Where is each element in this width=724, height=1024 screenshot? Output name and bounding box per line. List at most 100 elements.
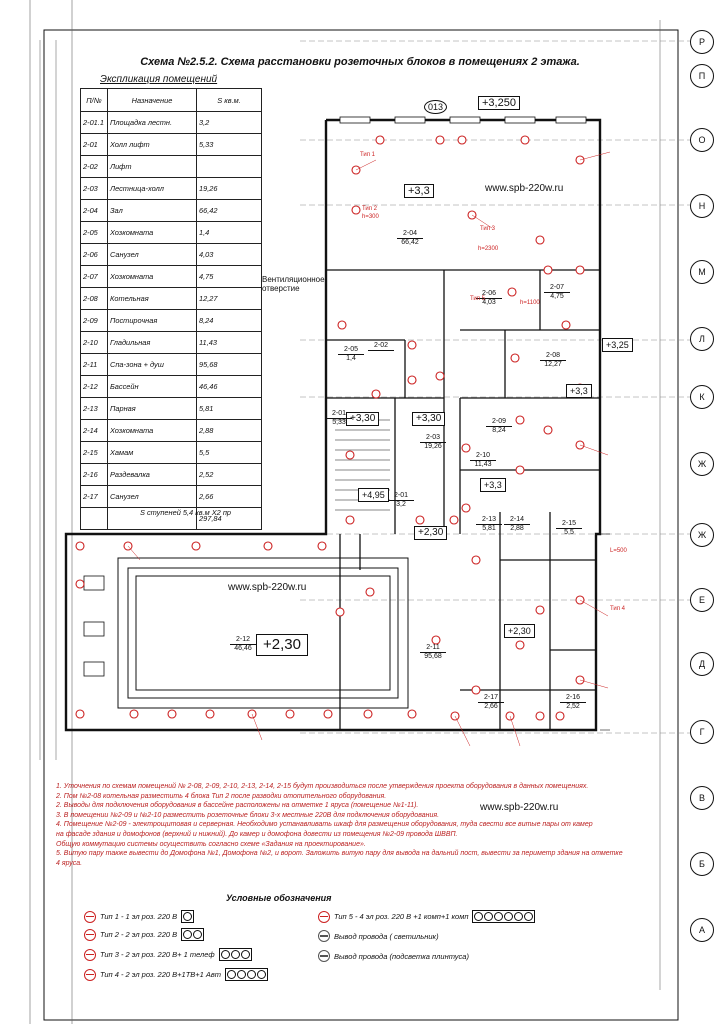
room-area: 2,88: [504, 524, 530, 533]
watermark: www.spb-220w.ru: [228, 582, 307, 593]
legend-item: Вывод провода (подсветка плинтуса): [318, 950, 469, 962]
row-name: Спа-зона + душ: [107, 353, 197, 376]
socket-tag: h=300: [362, 214, 379, 220]
drawing-title: Схема №2.5.2. Схема расстановки розеточн…: [140, 56, 580, 68]
row-number: 2-17: [80, 485, 108, 508]
row-name: Хозкомната: [107, 265, 197, 288]
row-name: Гладильная: [107, 331, 197, 354]
room-id: 2-14: [509, 516, 524, 523]
room-area: 4,75: [544, 292, 570, 301]
row-area: 4,03: [196, 243, 262, 266]
socket-symbol-icon: [84, 948, 96, 961]
note-line: 2. Пом №2-08 котельная разместить 4 блок…: [56, 792, 387, 800]
row-number: 2-15: [80, 441, 108, 464]
socket-tag: Тип 1: [360, 152, 376, 158]
room-id: 2-13: [481, 516, 496, 523]
row-number: 2-09: [80, 309, 108, 332]
socket-tag: Тип 3: [480, 226, 496, 232]
row-area: 46,46: [196, 375, 262, 398]
room-area: 8,24: [486, 426, 512, 435]
axis-bubble: О: [690, 128, 714, 152]
note-line: на фасаде здания и домофонов (верхний и …: [56, 830, 458, 838]
row-area: 1,4: [196, 221, 262, 244]
total-area: 297,84: [196, 507, 262, 530]
level-mark: +3,25: [602, 338, 633, 352]
level-mark: +2,30: [504, 624, 535, 638]
level-mark: +2,30: [414, 526, 448, 540]
room-id: 2-12: [235, 636, 250, 643]
axis-bubble: Р: [690, 30, 714, 54]
room-id: 2-11: [426, 644, 440, 651]
legend-label: Тип 1 - 1 эл роз. 220 В: [100, 912, 178, 921]
row-number: 2-06: [80, 243, 108, 266]
watermark: www.spb-220w.ru: [480, 802, 559, 813]
level-mark: 013: [424, 100, 448, 114]
room-id: 2-09: [491, 418, 506, 425]
room-id: 2-05: [343, 346, 358, 353]
row-area: 5,5: [196, 441, 262, 464]
row-area: 19,26: [196, 177, 262, 200]
axis-bubble: Г: [690, 720, 714, 744]
row-number: 2-10: [80, 331, 108, 354]
level-mark: +3,3: [566, 384, 592, 398]
legend-item: Тип 1 - 1 эл роз. 220 В: [84, 910, 195, 923]
col-header-name: Назначение: [107, 88, 197, 112]
level-mark: +3,30: [346, 412, 380, 426]
row-name: Санузел: [107, 485, 197, 508]
row-area: 2,88: [196, 419, 262, 442]
socket-symbol-icon: [318, 910, 330, 923]
level-mark: +3,3: [480, 478, 506, 492]
row-area: 8,24: [196, 309, 262, 332]
stairs-area-note: S ступеней 5,4 кв.м X2 пр: [140, 508, 232, 517]
row-number: 2-01: [80, 133, 108, 156]
row-area: 2,66: [196, 485, 262, 508]
room-area: 4,03: [476, 298, 502, 307]
socket-block-icon: [225, 968, 269, 981]
room-area: 66,42: [397, 238, 423, 247]
room-id: 2-08: [545, 352, 560, 359]
legend-label: Тип 4 - 2 эл роз. 220 В+1ТВ+1 Авт: [100, 970, 222, 979]
row-area: [196, 155, 262, 178]
row-number: 2-04: [80, 199, 108, 222]
row-name: Лифт: [107, 155, 197, 178]
watermark: www.spb-220w.ru: [485, 183, 564, 194]
note-line: Общую коммутацию системы осуществить сог…: [56, 840, 366, 848]
row-number: 2-07: [80, 265, 108, 288]
room-area: 95,68: [420, 652, 446, 661]
room-id: 2-10: [475, 452, 490, 459]
note-line: 4 яруса.: [56, 859, 83, 867]
room-area: 46,46: [230, 644, 256, 653]
row-area: 95,68: [196, 353, 262, 376]
legend-item: Вывод провода ( светильник): [318, 930, 439, 942]
room-id: 2-07: [549, 284, 564, 291]
axis-bubble: Л: [690, 327, 714, 351]
room-area: 2,52: [560, 702, 586, 711]
socket-symbol-icon: [84, 968, 96, 981]
socket-symbol-icon: [84, 928, 96, 941]
note-line: 3. В помещении №2-09 и №2-10 разместить …: [56, 811, 440, 819]
legend-label: Тип 5 - 4 эл роз. 220 В +1 комп+1 комп: [334, 912, 469, 921]
row-area: 5,81: [196, 397, 262, 420]
legend-item: Тип 5 - 4 эл роз. 220 В +1 комп+1 комп: [318, 910, 536, 923]
legend-label: Тип 3 - 2 эл роз. 220 В+ 1 телеф: [100, 950, 215, 959]
level-mark: +3,3: [404, 184, 434, 198]
room-area: 19,26: [420, 442, 446, 451]
axis-bubble: М: [690, 260, 714, 284]
row-name: Парная: [107, 397, 197, 420]
axis-bubble: Е: [690, 588, 714, 612]
